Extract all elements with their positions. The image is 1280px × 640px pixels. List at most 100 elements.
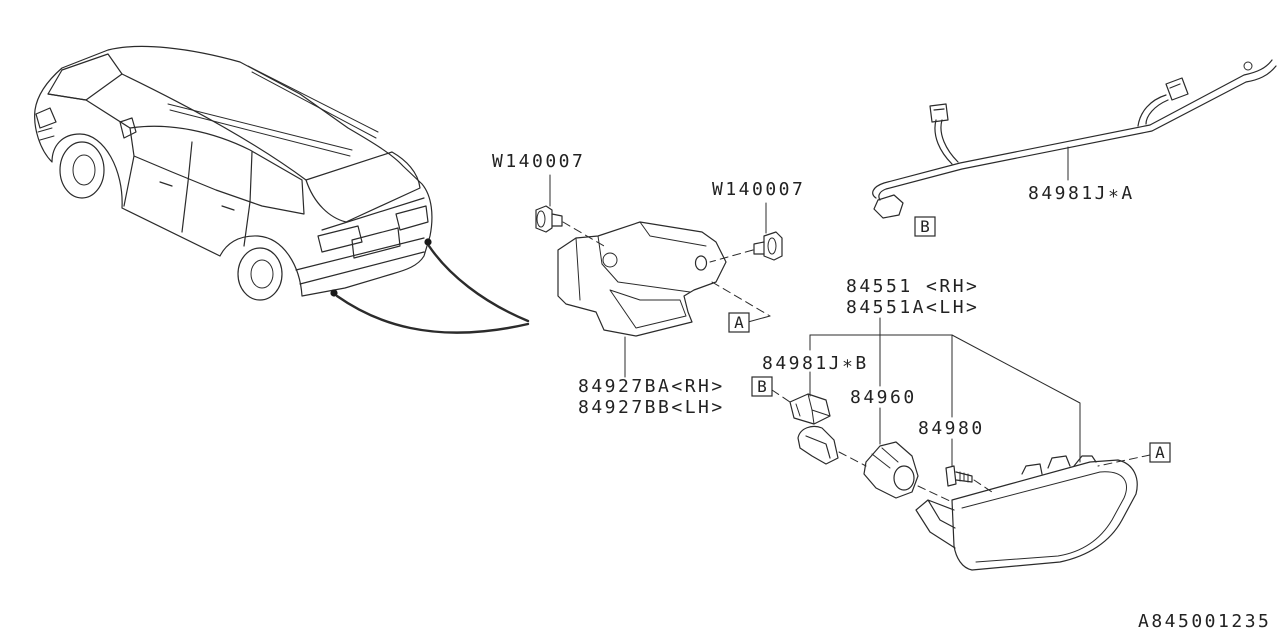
bracket-hole-left xyxy=(602,252,618,268)
vehicle-door-seams xyxy=(123,155,251,247)
socket-body xyxy=(863,441,919,499)
part-label-lamp-rh[interactable]: 84551 <RH> xyxy=(846,276,979,297)
lamp-leader-to-lens xyxy=(951,334,1081,463)
ref-box xyxy=(914,216,936,237)
vehicle-headlight xyxy=(35,107,57,129)
vehicle-license-plate xyxy=(351,227,401,259)
vehicle-taillight-right xyxy=(395,205,429,231)
screw-threads xyxy=(959,471,969,483)
ref-box xyxy=(1149,442,1171,463)
ref-mark-b-connector: B xyxy=(751,376,773,397)
rear-tire xyxy=(237,247,283,301)
wire-harness-main xyxy=(872,59,1277,219)
socket-face xyxy=(893,465,915,491)
front-rim xyxy=(72,154,96,186)
part-label-bolt-right[interactable]: W140007 xyxy=(712,179,805,200)
harness-clip xyxy=(1243,61,1253,71)
ref-letter: A xyxy=(734,313,744,332)
front-tire xyxy=(59,141,105,199)
bolt-shank xyxy=(551,213,563,227)
vehicle-hood-line xyxy=(47,93,131,129)
vehicle-callout-leaders xyxy=(335,244,530,334)
part-label-bracket-lh[interactable]: 84927BB<LH> xyxy=(578,397,725,418)
harness-tube-lower xyxy=(878,65,1277,201)
bolt-right xyxy=(709,202,783,263)
vehicle-roof-rail-near xyxy=(167,103,353,157)
fog-lamp-bracket xyxy=(557,221,727,337)
lamp-assembly-leaders xyxy=(809,317,1081,467)
part-label-harness-connector[interactable]: 84981J∗B xyxy=(762,353,869,374)
part-label-bulb-socket[interactable]: 84960 xyxy=(850,387,917,408)
bolt-head xyxy=(535,205,553,233)
rear-rim xyxy=(250,259,274,289)
bracket-gusset xyxy=(609,289,687,329)
harness-connector-b xyxy=(771,389,831,425)
bracket-to-ref-a-line xyxy=(711,281,771,317)
vehicle-rear-wheel xyxy=(237,247,283,301)
ref-box xyxy=(751,376,773,397)
harness-connector-right xyxy=(1165,77,1189,101)
vehicle-taillight-left xyxy=(317,225,363,253)
vehicle-grille xyxy=(37,127,55,141)
screw-head xyxy=(945,465,957,487)
vehicle-pillars xyxy=(187,141,253,203)
fog-lamp-assembly xyxy=(915,454,1151,571)
vehicle-rear-glass xyxy=(305,151,421,223)
vehicle-mirror xyxy=(119,117,137,139)
ref-a-bracket-tie xyxy=(747,315,771,323)
ref-box xyxy=(728,312,750,333)
harness-branch-right xyxy=(1137,94,1169,127)
socket-to-lamp-line xyxy=(917,485,953,503)
illustration-code: A845001235 xyxy=(1138,611,1271,632)
bracket-hole-right xyxy=(694,255,708,271)
vehicle-illustration xyxy=(34,45,433,301)
harness-branch-left xyxy=(934,119,959,165)
bolt-head xyxy=(763,231,783,261)
ref-mark-a-bracket: A xyxy=(728,312,750,333)
bolt-flange xyxy=(767,237,777,255)
part-label-screw[interactable]: 84980 xyxy=(918,418,985,439)
callout-leader-upper xyxy=(427,244,530,323)
lamp-ref-a-line xyxy=(1097,454,1151,467)
vehicle-roof-edge xyxy=(121,73,307,181)
ref-letter: B xyxy=(920,217,930,236)
socket-ribs xyxy=(871,447,899,469)
callout-leader-lower xyxy=(335,294,530,334)
socket-boot xyxy=(797,425,839,465)
bolt-shank xyxy=(753,241,765,255)
bolt-install-line xyxy=(562,221,605,247)
screw xyxy=(945,465,993,493)
connector-edges xyxy=(795,393,831,425)
bulb-socket xyxy=(863,441,953,503)
ref-mark-b-harness: B xyxy=(914,216,936,237)
lamp-mount-tabs xyxy=(1021,455,1097,475)
vehicle-side-windows xyxy=(129,125,305,215)
connector-ref-line xyxy=(771,389,791,403)
lamp-housing xyxy=(915,499,956,549)
part-label-lamp-lh[interactable]: 84551A<LH> xyxy=(846,297,979,318)
bolt-flange xyxy=(536,210,546,228)
harness-connector-left xyxy=(929,103,949,123)
rear-fog-lamp-location-left xyxy=(330,289,338,297)
connector-body xyxy=(789,393,831,425)
bolt-install-line xyxy=(709,249,754,263)
bolt-upper-left xyxy=(535,174,605,247)
part-label-harness-main[interactable]: 84981J∗A xyxy=(1028,183,1135,204)
ref-letter: B xyxy=(757,377,767,396)
vehicle-body-outline xyxy=(34,45,433,297)
bracket-inner-edge xyxy=(575,221,707,301)
lamp-lens-outline xyxy=(951,459,1138,571)
ref-mark-a-lamp: A xyxy=(1149,442,1171,463)
rear-fog-lamp-location-right xyxy=(424,238,432,246)
boot-to-socket-line xyxy=(838,451,867,467)
harness-tube-upper xyxy=(872,59,1273,199)
vehicle-front-wheel xyxy=(59,141,105,199)
vehicle-windshield xyxy=(47,53,123,101)
part-label-bolt-upper-left[interactable]: W140007 xyxy=(492,151,585,172)
vehicle-roof-rail-far xyxy=(247,65,379,139)
vehicle-hatch-line xyxy=(321,197,425,231)
part-label-bracket-rh[interactable]: 84927BA<RH> xyxy=(578,376,725,397)
lamp-lens-inner xyxy=(961,471,1127,563)
vehicle-door-handles xyxy=(159,181,235,211)
